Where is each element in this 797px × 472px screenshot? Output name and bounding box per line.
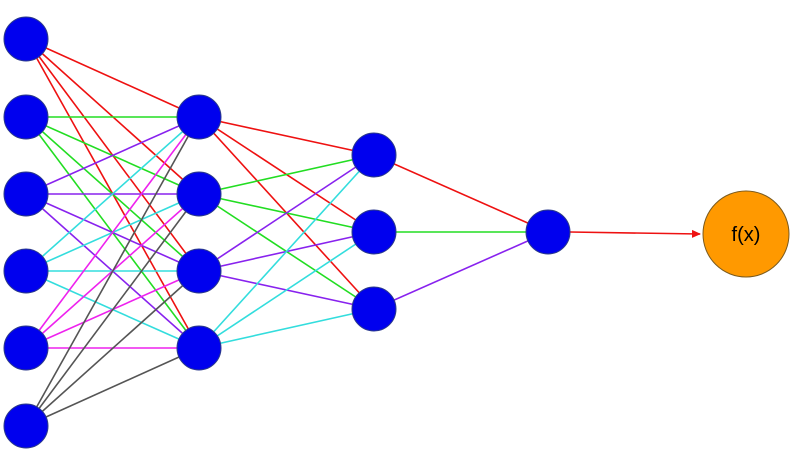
edge-input-3-to-hidden-1-1 <box>25 116 200 195</box>
edge-hidden-1-3-to-hidden-2-1 <box>198 154 375 272</box>
edge-input-6-to-hidden-1-1 <box>25 116 200 427</box>
edge-input-6-to-hidden-1-3 <box>25 270 200 427</box>
edge-input-6-to-hidden-1-2 <box>25 193 200 427</box>
input-node-1 <box>3 16 49 62</box>
edge-hidden-2-1-to-hidden-3-1 <box>373 154 549 233</box>
output-node-group: f(x) <box>702 190 790 278</box>
input-node-2 <box>3 94 49 140</box>
edge-input-6-to-hidden-1-4 <box>25 347 200 427</box>
output-node <box>702 190 790 278</box>
output-arrow <box>569 229 701 238</box>
edge-hidden-1-4-to-hidden-2-3 <box>198 308 375 349</box>
hidden-1-node-1 <box>176 94 222 140</box>
connections-group <box>25 38 701 427</box>
hidden-1-node-3 <box>176 248 222 294</box>
hidden-1-node-4 <box>176 325 222 371</box>
edge-hidden-1-2-to-hidden-2-1 <box>198 154 375 195</box>
input-node-4 <box>3 248 49 294</box>
hidden-1-node-2 <box>176 171 222 217</box>
edge-hidden-2-3-to-hidden-3-1 <box>373 231 549 310</box>
hidden-3-node-1 <box>525 209 571 255</box>
edge-hidden-1-1-to-hidden-2-1 <box>198 116 375 156</box>
edge-hidden-1-4-to-hidden-2-2 <box>198 231 375 349</box>
edge-input-4-to-hidden-1-1 <box>25 116 200 272</box>
edge-input-5-to-hidden-1-1 <box>25 116 200 349</box>
hidden-2-node-2 <box>351 209 397 255</box>
nodes-group <box>3 16 571 449</box>
input-node-5 <box>3 325 49 371</box>
edge-hidden-1-4-to-hidden-2-1 <box>198 154 375 349</box>
output-label: f(x) <box>732 224 761 246</box>
hidden-2-node-1 <box>351 132 397 178</box>
hidden-2-node-3 <box>351 286 397 332</box>
input-node-3 <box>3 171 49 217</box>
edge-input-1-to-hidden-1-1 <box>25 38 200 118</box>
input-node-6 <box>3 403 49 449</box>
